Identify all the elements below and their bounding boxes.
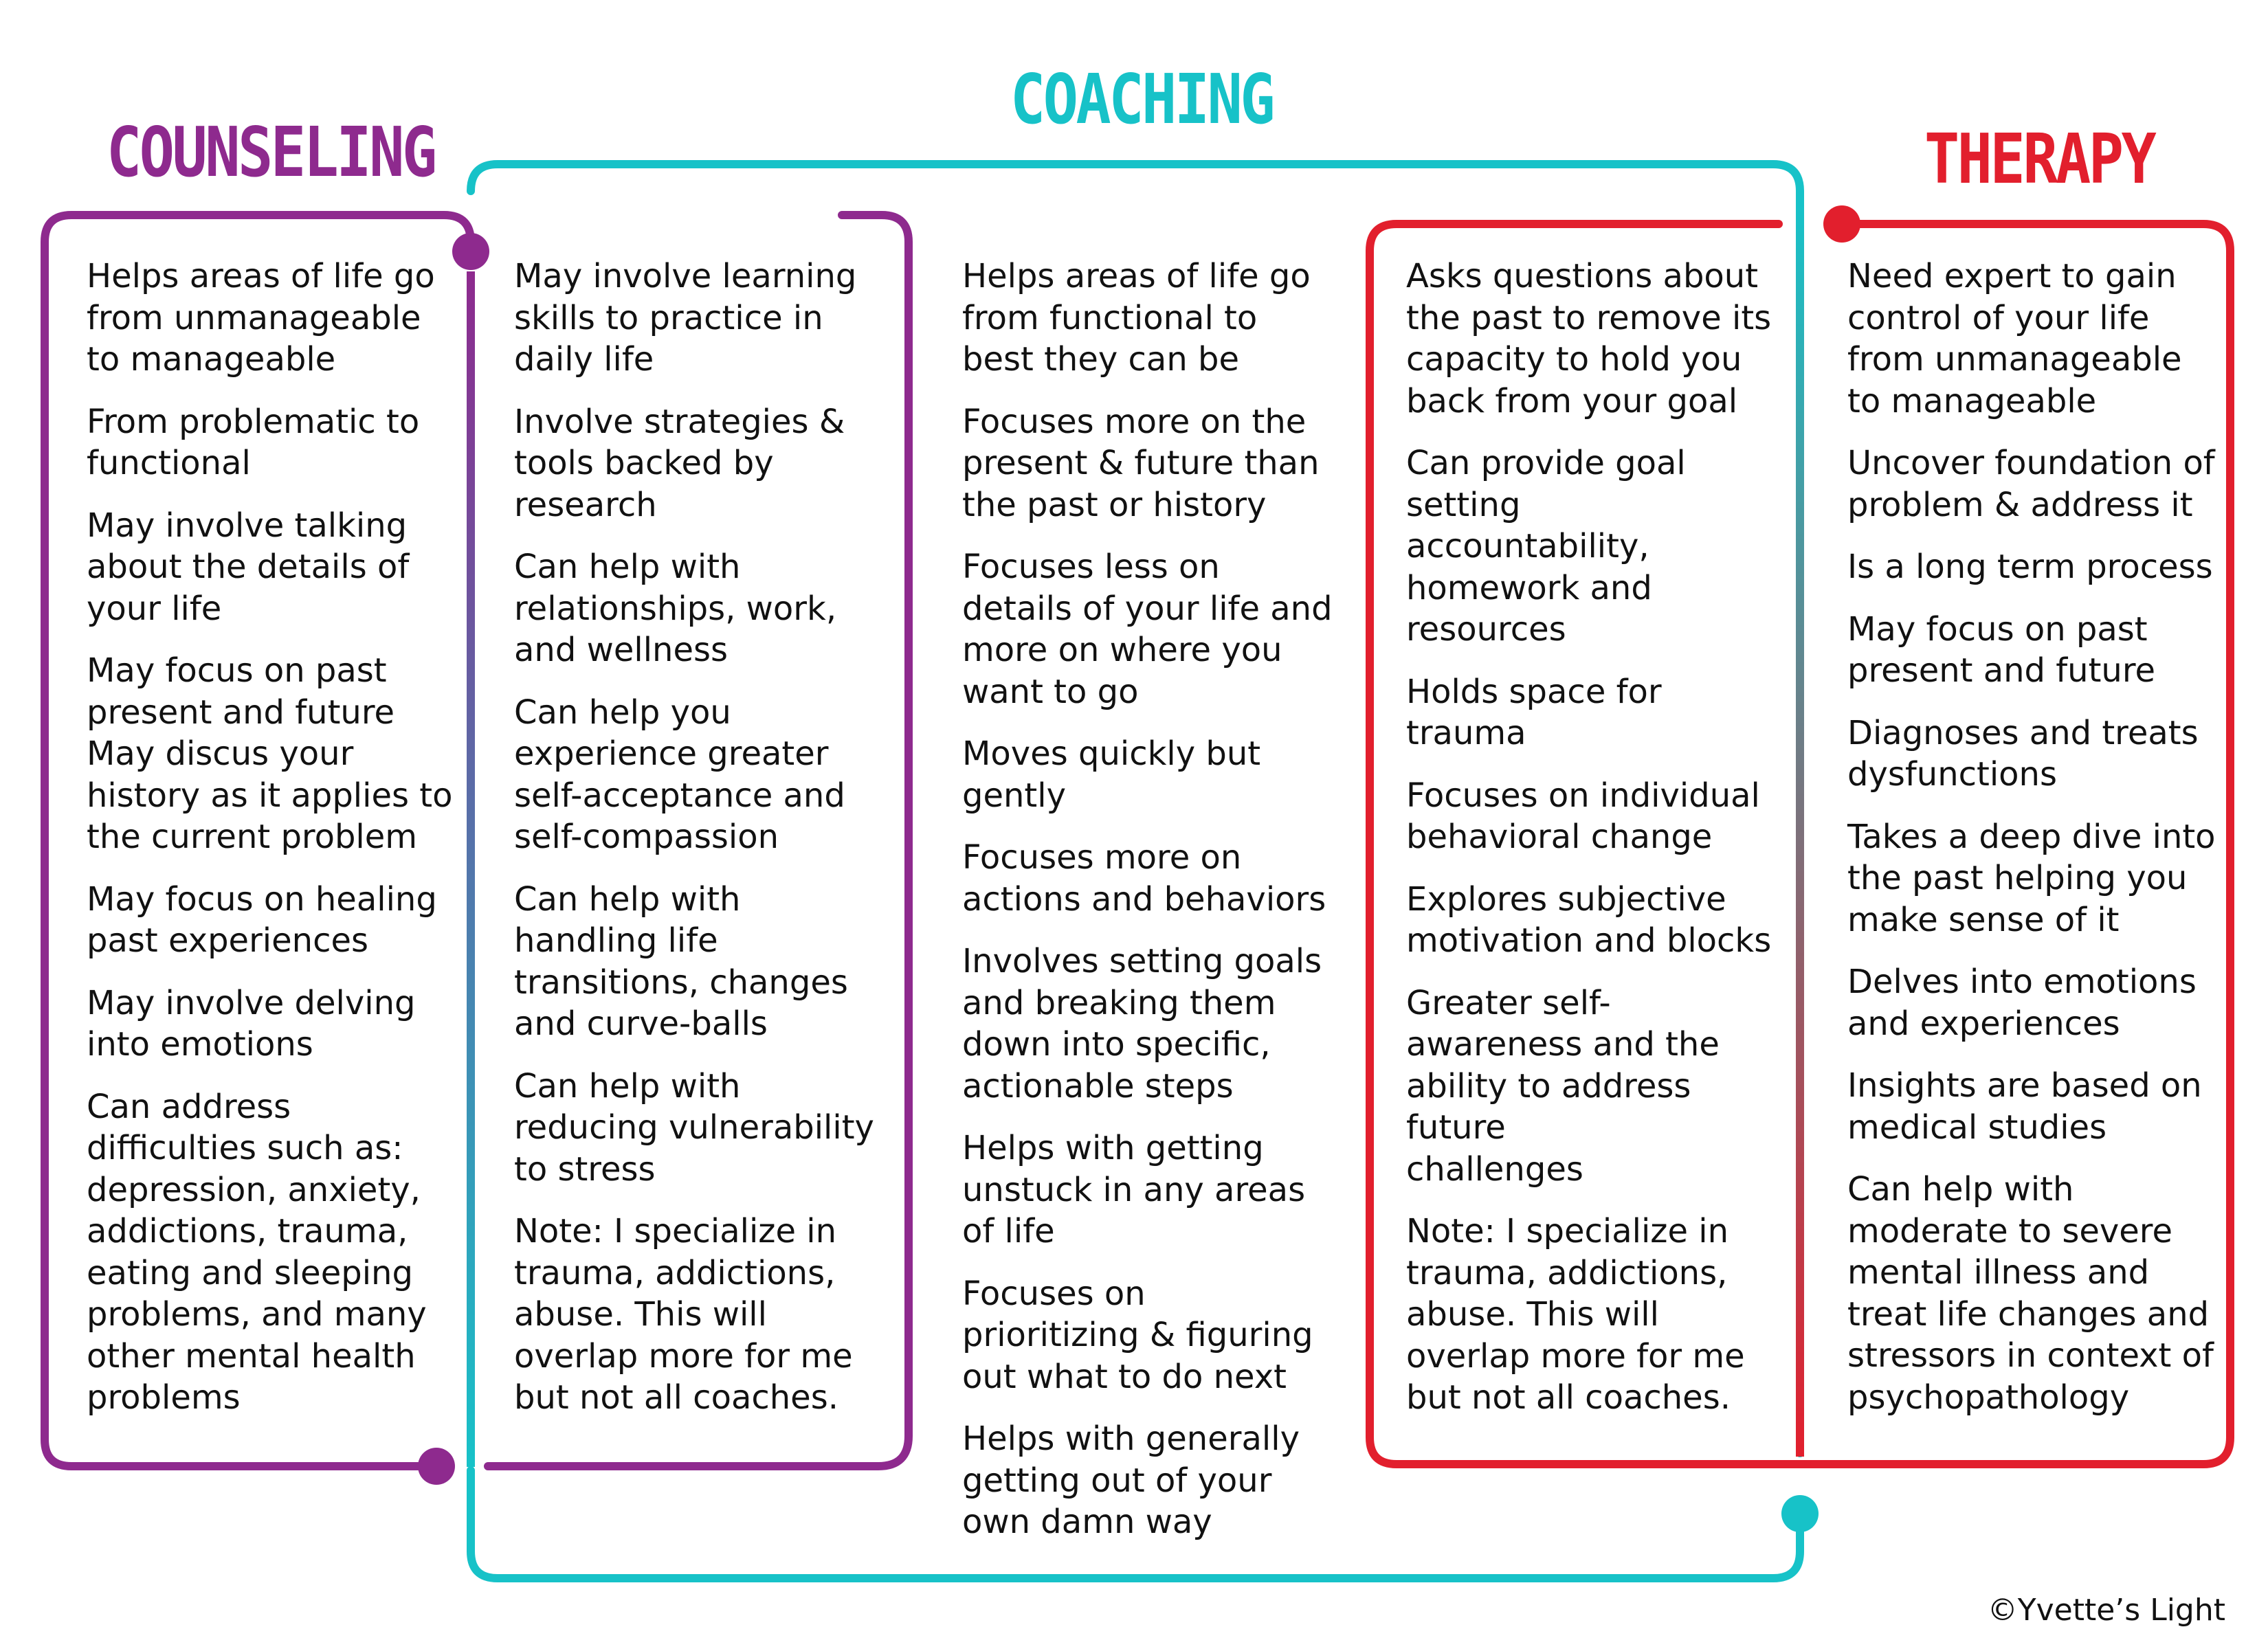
column-item: Helps areas of life go from functional t… [962, 257, 1311, 379]
column-item: Moves quickly but gently [962, 734, 1261, 815]
column-item: Explores subjective motivation and block… [1406, 879, 1772, 961]
counseling-coaching-divider [467, 271, 475, 1467]
column-item: Can help with moderate to severe mental … [1847, 1170, 2214, 1417]
column-item: Can help with handling life transitions,… [514, 879, 848, 1044]
column-item: May discus your history as it applies to… [87, 734, 453, 856]
therapy-start-bracket [1366, 220, 1832, 1468]
column-item: From problematic to functional [87, 402, 420, 483]
column-item: Need expert to gain control of your life… [1847, 257, 2182, 420]
coaching-bracket [467, 160, 1804, 1457]
column-item: Asks questions about the past to remove … [1406, 257, 1772, 420]
column-item: Holds space for trauma [1406, 672, 1662, 753]
counseling-bracket [41, 211, 475, 1470]
column-item: Focuses less on details of your life and… [962, 548, 1333, 711]
therapy-node-top [1823, 205, 1860, 243]
column-item: Involves setting goals and breaking them… [962, 942, 1322, 1106]
coaching-start-bracket [484, 211, 913, 1470]
column-item: May involve delving into emotions [87, 983, 416, 1064]
counseling-column: Helps areas of life go from unmanageable… [87, 256, 458, 1439]
column-item: Is a long term process [1847, 548, 2213, 586]
therapy-title: THERAPY [1924, 119, 2157, 199]
counseling-coaching-column: May involve learning skills to practice … [514, 256, 885, 1439]
column-item: May focus on healing past experiences [87, 879, 437, 961]
counseling-node-top [452, 233, 489, 270]
column-item: Focuses on prioritizing & figuring out w… [962, 1274, 1313, 1396]
column-item: Focuses on individual behavioral change [1406, 776, 1760, 857]
column-item: Delves into emotions and experiences [1847, 963, 2197, 1043]
column-item: May focus on past present and future [1847, 609, 2156, 691]
column-item: Focuses more on actions and behaviors [962, 838, 1326, 919]
column-item: Helps areas of life go from unmanageable… [87, 257, 435, 379]
column-item: Can help with reducing vulnerability to … [514, 1066, 874, 1189]
counseling-node-bottom [418, 1448, 455, 1485]
column-item: Can provide goal setting accountability,… [1406, 444, 1686, 649]
column-item: May involve learning skills to practice … [514, 257, 857, 379]
coaching-column: Helps areas of life go from functional t… [962, 256, 1333, 1564]
column-item: May involve talking about the details of… [87, 506, 410, 628]
counseling-title: COUNSELING [107, 112, 437, 192]
column-item: Can help you experience greater self-acc… [514, 693, 845, 857]
column-item: Can help with relationships, work, and w… [514, 548, 837, 669]
column-item: Diagnoses and treats dysfunctions [1847, 713, 2199, 794]
coaching-bracket-bottom [467, 1466, 1804, 1582]
copyright-notice: ©Yvette’s Light [1987, 1593, 2225, 1628]
column-item: Helps with generally getting out of your… [962, 1420, 1300, 1541]
column-item: Can address difficulties such as: depres… [87, 1087, 427, 1417]
column-item: Uncover foundation of problem & address … [1847, 444, 2215, 524]
column-item: Focuses more on the present & future tha… [962, 402, 1320, 524]
coaching-therapy-divider [1796, 206, 1804, 1457]
column-item: Involve strategies & tools backed by res… [514, 402, 845, 524]
coaching-node-bottom [1781, 1495, 1819, 1532]
column-item: Note: I specialize in trauma, addictions… [514, 1212, 853, 1417]
coaching-title: COACHING [1010, 59, 1276, 139]
column-item: Note: I specialize in trauma, addictions… [1406, 1212, 1745, 1417]
column-item: Insights are based on medical studies [1847, 1066, 2202, 1147]
column-item: May focus on past present and future [87, 651, 395, 732]
column-item: Takes a deep dive into the past helping … [1847, 817, 2216, 939]
therapy-column: Need expert to gain control of your life… [1847, 256, 2219, 1439]
column-item: Helps with getting unstuck in any areas … [962, 1129, 1306, 1250]
column-item: Greater self- awareness and the ability … [1406, 983, 1720, 1189]
coaching-therapy-column: Asks questions about the past to remove … [1406, 256, 1777, 1439]
therapy-bracket [1810, 220, 2234, 1468]
